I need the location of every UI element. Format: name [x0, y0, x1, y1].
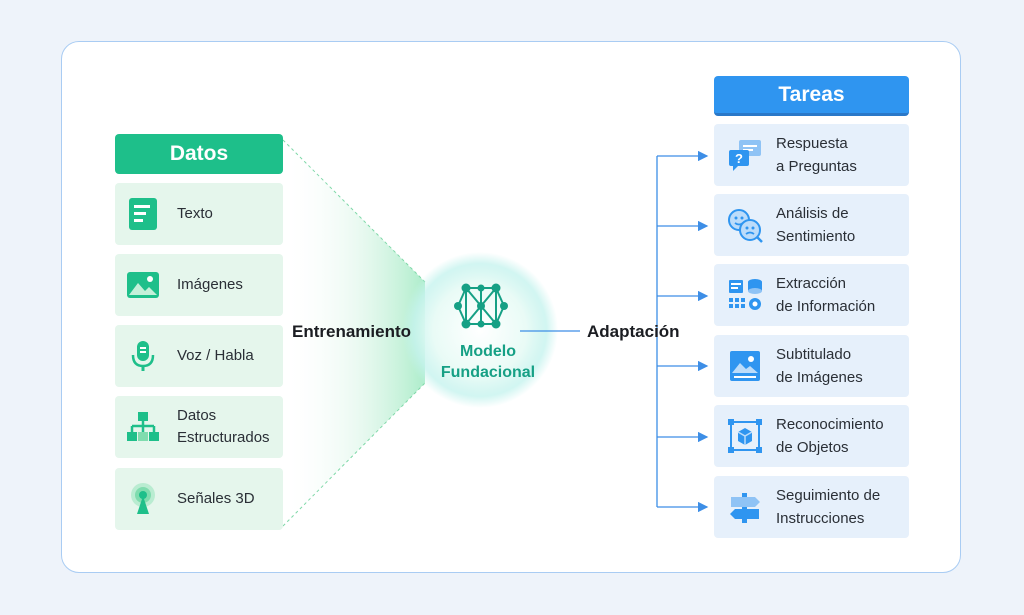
- datos-item-label: Voz / Habla: [177, 347, 254, 364]
- tarea-label-line1: Seguimiento de: [776, 487, 881, 504]
- tarea-item-subtitulado: Subtitulado de Imágenes: [714, 335, 909, 397]
- datos-item-label: Imágenes: [177, 276, 243, 293]
- tarea-label-line2: Sentimiento: [776, 228, 856, 245]
- datos-item-texto: Texto: [115, 183, 283, 245]
- tarea-item-label: Seguimiento de Instrucciones: [776, 484, 880, 530]
- tarea-label-line2: de Información: [776, 298, 876, 315]
- training-fan: [283, 140, 425, 526]
- model-glow: [402, 252, 558, 408]
- document-icon: [125, 196, 161, 232]
- image-caption-icon: [726, 347, 764, 385]
- tarea-item-label: Extracción de Información: [776, 272, 875, 318]
- datos-item-imagenes: Imágenes: [115, 254, 283, 316]
- tarea-label-line1: Respuesta: [776, 135, 848, 152]
- datos-item-senales: Señales 3D: [115, 468, 283, 530]
- tarea-label-line2: a Preguntas: [776, 158, 857, 175]
- model-label: Modelo Fundacional: [418, 341, 558, 383]
- image-icon: [125, 267, 161, 303]
- faces-icon: [726, 206, 764, 244]
- datos-item-label: Señales 3D: [177, 490, 255, 507]
- object-box-icon: [726, 417, 764, 455]
- tarea-item-label: Subtitulado de Imágenes: [776, 343, 863, 389]
- datos-item-label: Datos Estructurados: [177, 407, 270, 446]
- datos-header: Datos: [115, 134, 283, 174]
- tarea-label-line1: Reconocimiento: [776, 416, 884, 433]
- question-chat-icon: ?: [726, 136, 764, 174]
- datos-item-voz: Voz / Habla: [115, 325, 283, 387]
- microphone-icon: [125, 338, 161, 374]
- datos-item-label: Texto: [177, 205, 213, 222]
- signal-icon: [125, 481, 161, 517]
- tarea-label-line2: de Imágenes: [776, 369, 863, 386]
- tareas-header: Tareas: [714, 76, 909, 116]
- tarea-item-sentimiento: Análisis de Sentimiento: [714, 194, 909, 256]
- data-extraction-icon: [726, 276, 764, 314]
- tarea-label-line1: Extracción: [776, 275, 847, 292]
- hierarchy-icon: [125, 409, 161, 445]
- tarea-item-extraccion: Extracción de Información: [714, 264, 909, 326]
- model-label-line2: Fundacional: [440, 364, 536, 381]
- tarea-item-label: Respuesta a Preguntas: [776, 132, 857, 178]
- datos-item-estructurados: Datos Estructurados: [115, 396, 283, 458]
- signpost-icon: [726, 488, 764, 526]
- tarea-label-line1: Análisis de: [776, 205, 849, 222]
- svg-text:?: ?: [735, 151, 743, 166]
- tarea-label-line2: de Objetos: [776, 439, 849, 456]
- training-label: Entrenamiento: [292, 322, 412, 341]
- tarea-item-reconocimiento: Reconocimiento de Objetos: [714, 405, 909, 467]
- tarea-item-seguimiento: Seguimiento de Instrucciones: [714, 476, 909, 538]
- adaptation-label: Adaptación: [587, 322, 680, 341]
- model-label-line1: Modelo: [460, 343, 516, 360]
- tarea-label-line1: Subtitulado: [776, 346, 852, 363]
- tarea-label-line2: Instrucciones: [776, 510, 865, 527]
- tarea-item-label: Análisis de Sentimiento: [776, 202, 855, 248]
- tarea-item-label: Reconocimiento de Objetos: [776, 413, 884, 459]
- tarea-item-respuesta: ? Respuesta a Preguntas: [714, 124, 909, 186]
